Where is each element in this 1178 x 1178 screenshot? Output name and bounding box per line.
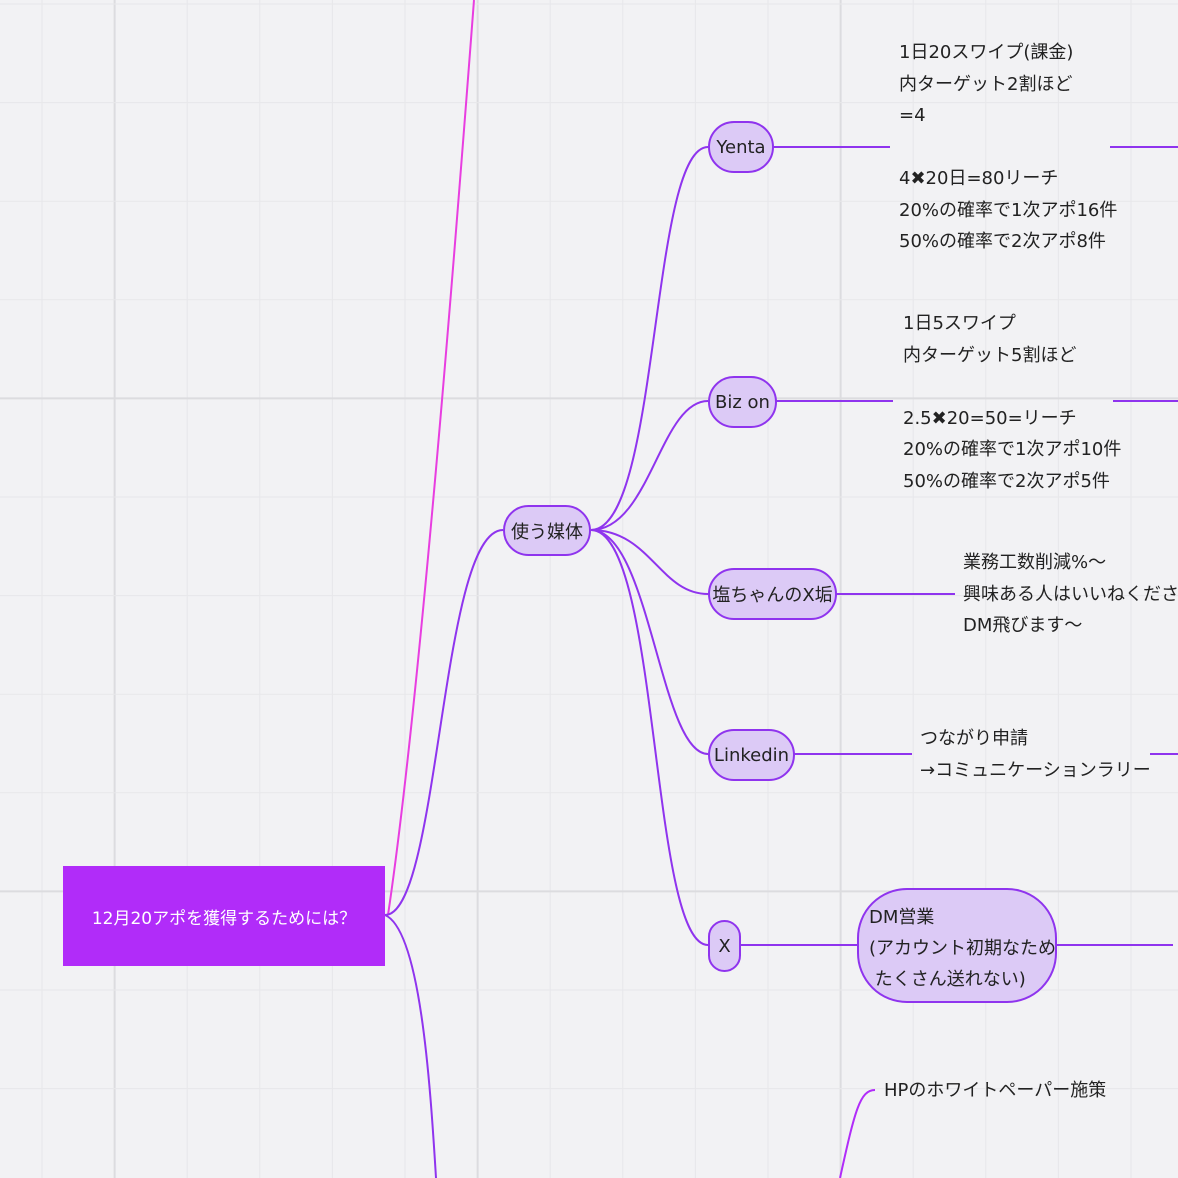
- connector-root-top: [387, 0, 475, 916]
- node-linkedin[interactable]: Linkedin: [708, 729, 795, 781]
- node-label: 使う媒体: [511, 521, 583, 543]
- note-shio-x[interactable]: 業務工数削減%〜 興味ある人はいいねください DM飛びます〜: [963, 552, 1178, 636]
- connector-media-yenta: [590, 146, 709, 531]
- node-label: Yenta: [716, 136, 766, 158]
- node-label: 塩ちゃんのX垢: [712, 585, 833, 606]
- connector-media-shio: [590, 529, 709, 595]
- node-shio-x[interactable]: 塩ちゃんのX垢: [708, 568, 837, 620]
- connectors: [384, 0, 1178, 1178]
- node-hp-whitepaper[interactable]: HPのホワイトペーパー施策: [884, 1080, 1107, 1101]
- node-yenta[interactable]: Yenta: [708, 121, 774, 173]
- connector-root-bottom: [384, 914, 437, 1178]
- note-bizon[interactable]: 1日5スワイプ 内ターゲット5割ほど 2.5✖20=50=リーチ 20%の確率で…: [903, 313, 1122, 492]
- connector-media-x: [590, 529, 709, 946]
- connector-hp: [839, 1089, 876, 1178]
- node-media[interactable]: 使う媒体: [503, 505, 591, 556]
- connector-media-linkedin: [590, 529, 709, 755]
- node-x[interactable]: X: [708, 920, 741, 972]
- root-label: 12月20アポを獲得するためには？: [91, 908, 357, 929]
- node-label: X: [718, 935, 731, 957]
- note-yenta[interactable]: 1日20スワイプ(課金) 内ターゲット2割ほど =4 4✖20日=80リーチ 2…: [899, 42, 1118, 252]
- node-dm-sales[interactable]: DM営業 (アカウント初期なため たくさん送れない): [857, 888, 1057, 1003]
- node-label: Biz on: [715, 391, 770, 413]
- node-bizon[interactable]: Biz on: [708, 376, 777, 428]
- node-label: Linkedin: [713, 744, 790, 766]
- note-linkedin[interactable]: つながり申請 →コミュニケーションラリー: [920, 728, 1151, 781]
- connector-root-media: [384, 529, 504, 916]
- root-node[interactable]: 12月20アポを獲得するためには？: [63, 866, 385, 966]
- connector-media-bizon: [590, 400, 709, 531]
